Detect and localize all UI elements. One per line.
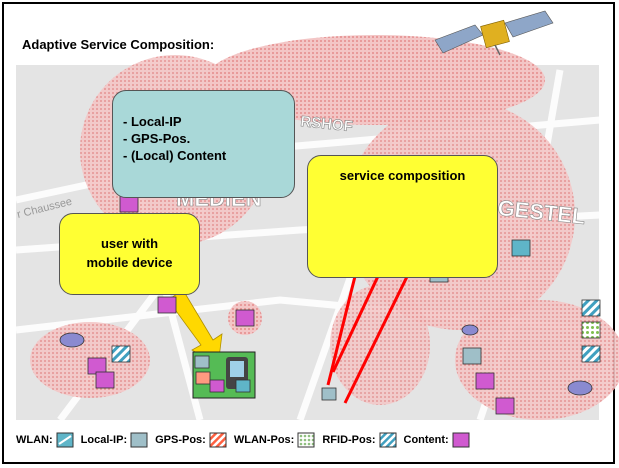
user-callout-line: mobile device (86, 255, 173, 270)
info-line: - Local-IP (123, 114, 182, 129)
map-label-street: RSHOF (300, 113, 354, 135)
legend-label: Content: (403, 434, 449, 446)
legend-label: WLAN-Pos: (233, 434, 295, 446)
legend-item-wlan-pos: WLAN-Pos: (234, 430, 318, 450)
legend-label: Local-IP: (80, 434, 128, 446)
service-composition-label: service composition (339, 168, 466, 183)
service-composition-box: service composition (307, 155, 498, 278)
local-info-box: - Local-IP - GPS-Pos. - (Local) Content (112, 90, 295, 198)
user-callout: user with mobile device (59, 213, 200, 295)
coverage-area (330, 285, 430, 405)
info-line: - GPS-Pos. (123, 131, 191, 146)
legend-label: RFID-Pos: (322, 434, 376, 446)
slide-title: Adaptive Service Composition: (22, 37, 215, 52)
legend-item-content: Content: (404, 430, 472, 450)
wlan-puzzle-icon (56, 432, 74, 448)
legend-label: GPS-Pos: (155, 434, 206, 446)
wlan-pos-puzzle-icon (297, 432, 315, 448)
legend-label: WLAN: (16, 434, 53, 446)
rfid-pos-puzzle-icon (379, 432, 397, 448)
local-ip-puzzle-icon (130, 432, 148, 448)
pointer-arrow (167, 289, 223, 367)
user-callout-line: user with (100, 236, 159, 251)
legend-item-local-ip: Local-IP: (81, 430, 150, 450)
content-puzzle-icon (452, 432, 470, 448)
satellite-icon (434, 10, 554, 56)
gps-pos-puzzle-icon (209, 432, 227, 448)
info-line: - (Local) Content (123, 148, 227, 163)
legend: WLAN: Local-IP: GPS-Pos: (16, 428, 477, 452)
service-pieces (59, 195, 601, 415)
legend-item-gps-pos: GPS-Pos: (155, 430, 229, 450)
legend-item-wlan: WLAN: (16, 430, 76, 450)
legend-item-rfid-pos: RFID-Pos: (322, 430, 398, 450)
